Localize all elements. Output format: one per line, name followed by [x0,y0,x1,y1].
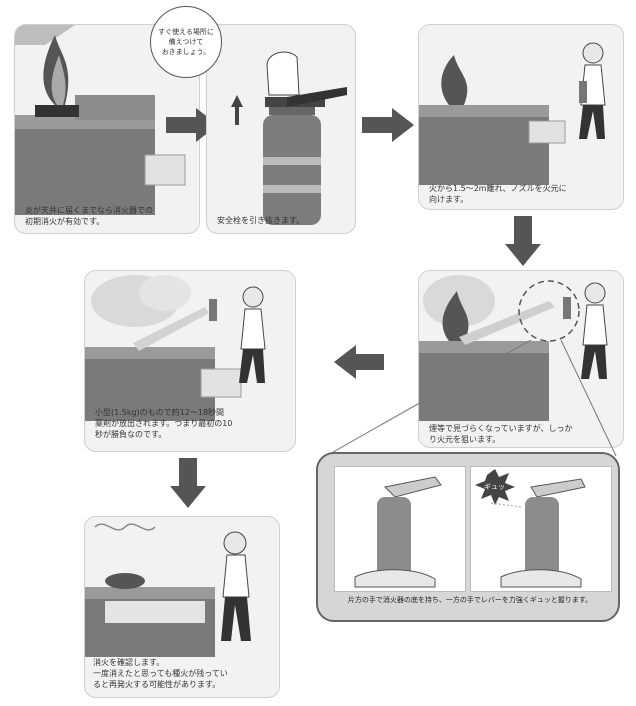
step2-caption: 安全栓を引き抜きます。 [217,216,305,225]
step4-panel: 煙等で見づらくなっていますが、しっか り火元を狙います。 [418,270,624,448]
grip-inset-caption: 片方の手で消火器の底を持ち、一方の手でレバーを力強くギュッと握ります。 [347,596,593,604]
arrow-down-icon [170,458,206,508]
step1-caption: 炎が天井に届くまでなら消火器での 初期消火が有効です。 [25,206,153,226]
arrow-right-icon [166,108,218,142]
step5-panel: 小型(1.5kg)のもので約12〜18秒間 薬剤が放出されます。つまり最初の10… [84,270,296,452]
grip-squeeze-image: ギュッ [470,466,612,592]
step4-caption: 煙等で見づらくなっていますが、しっか り火元を狙います。 [429,424,573,444]
zoom-lines [325,340,617,456]
step2-panel: 安全栓を引き抜きます。 [206,24,356,234]
step3-panel: 火から1.5〜2m離れ、ノズルを火元に 向けます。 [418,24,624,210]
step5-caption: 小型(1.5kg)のもので約12〜18秒間 薬剤が放出されます。つまり最初の10… [95,408,233,439]
arrow-right-icon [362,108,414,142]
spraying-illustration [419,275,608,421]
arrow-down-icon [505,216,541,266]
hint-bubble: すぐ使える場所に 備えつけて おきましょう。 [150,6,222,78]
squeeze-burst-label: ギュッ [484,483,505,491]
step3-caption: 火から1.5〜2m離れ、ノズルを火元に 向けます。 [429,184,567,204]
kitchen-fire-illustration [15,25,186,215]
extinguisher-pin-illustration [231,51,347,225]
arrow-left-icon [334,345,384,379]
confirm-illustration [85,523,251,657]
aiming-illustration [419,42,606,185]
grip-before-image [334,466,466,592]
discharge-illustration [85,275,266,421]
step6-caption: 消火を確認します。 一度消えたと思っても種火が残ってい ると再発火する可能性があ… [93,658,228,689]
step6-panel: 消火を確認します。 一度消えたと思っても種火が残ってい ると再発火する可能性があ… [84,516,280,698]
